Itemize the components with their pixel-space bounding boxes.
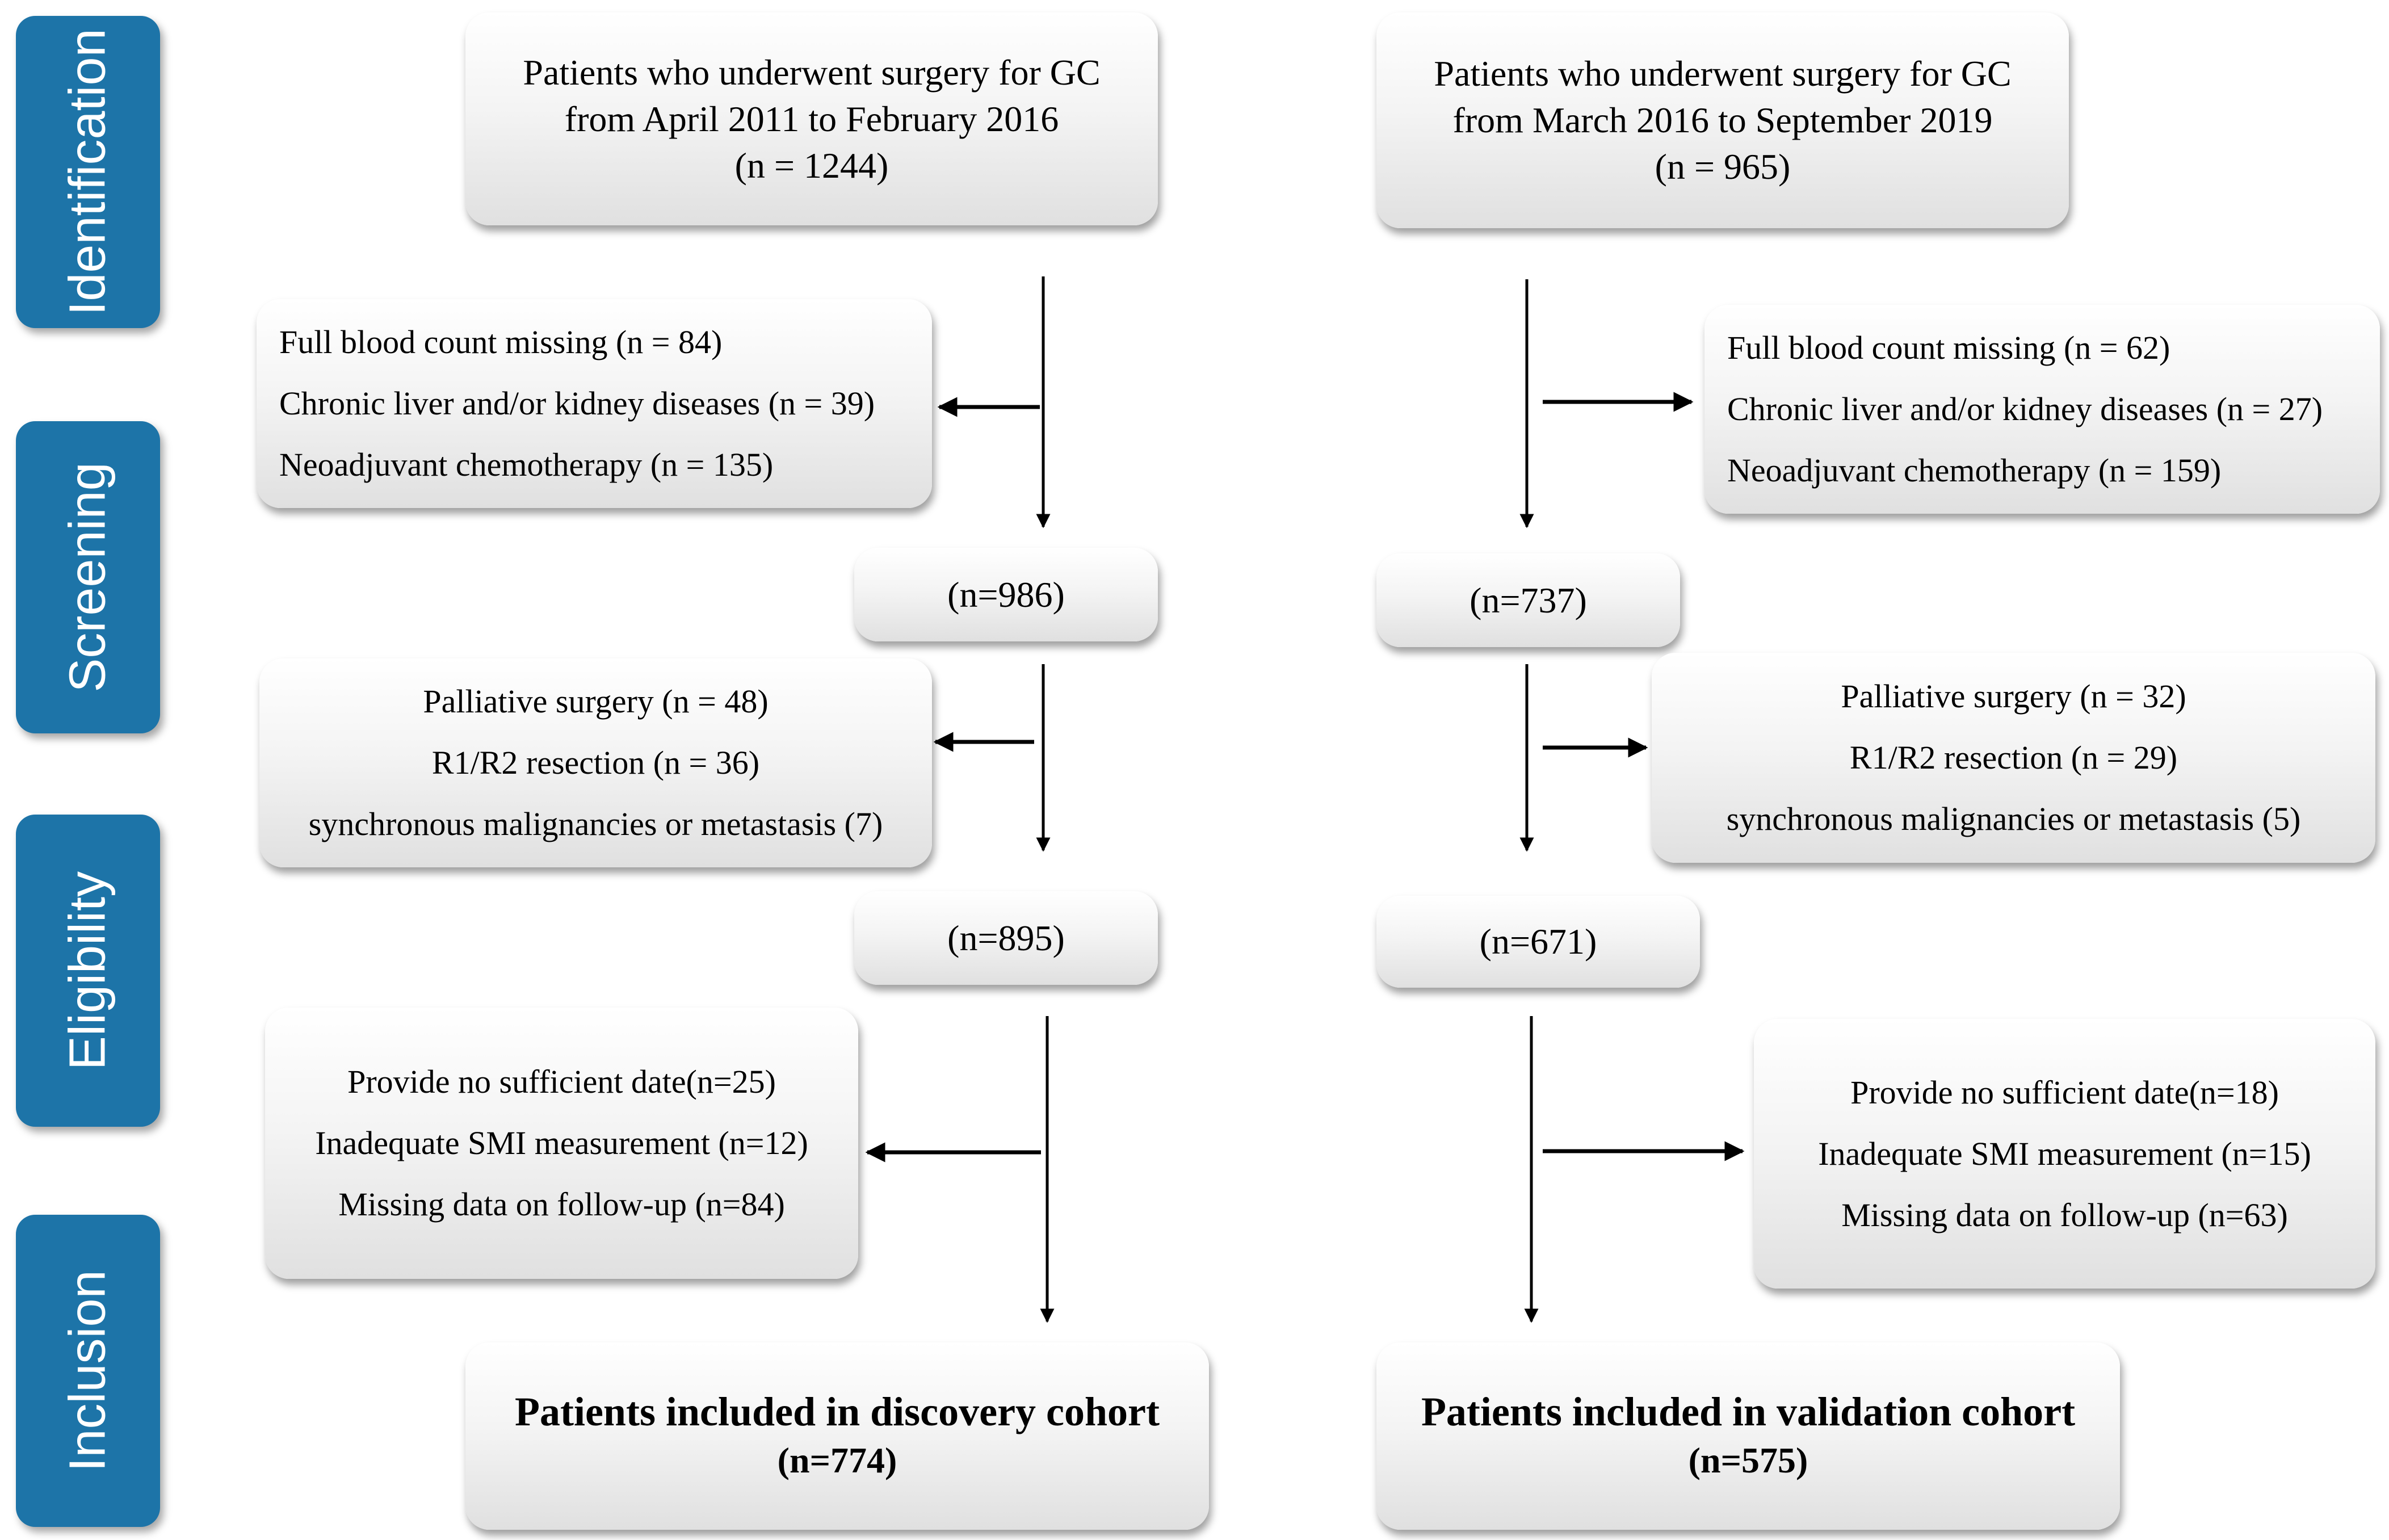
discovery-source-box: Patients who underwent surgery for GC fr… [465, 12, 1158, 225]
exclusion-line: Palliative surgery (n = 48) [423, 683, 769, 720]
exclusion-line: Provide no sufficient date(n=18) [1850, 1073, 2279, 1111]
exclusion-line: synchronous malignancies or metastasis (… [1726, 800, 2301, 837]
validation-final-box: Patients included in validation cohort (… [1376, 1342, 2120, 1530]
exclusion-line: Inadequate SMI measurement (n=15) [1818, 1135, 2311, 1172]
stage-identification: Identification [16, 16, 160, 328]
discovery-exclusion-1-box: Full blood count missing (n = 84) Chroni… [257, 299, 932, 508]
exclusion-line: Chronic liver and/or kidney diseases (n … [279, 385, 875, 422]
discovery-final-box: Patients included in discovery cohort (n… [465, 1342, 1209, 1530]
exclusion-line: Missing data on follow-up (n=63) [1841, 1196, 2288, 1233]
validation-count-1-box: (n=737) [1376, 553, 1680, 647]
validation-exclusion-3-box: Provide no sufficient date(n=18) Inadequ… [1754, 1019, 2375, 1289]
box-line: (n = 965) [1655, 146, 1791, 187]
exclusion-line: R1/R2 resection (n = 29) [1849, 739, 2178, 776]
exclusion-line: Full blood count missing (n = 62) [1727, 329, 2170, 366]
box-line: Patients who underwent surgery for GC [523, 52, 1101, 93]
discovery-count-1-box: (n=986) [854, 548, 1158, 641]
exclusion-line: Neoadjuvant chemotherapy (n = 159) [1727, 452, 2222, 489]
exclusion-line: Neoadjuvant chemotherapy (n = 135) [279, 446, 774, 483]
exclusion-line: synchronous malignancies or metastasis (… [308, 805, 883, 842]
exclusion-line: Provide no sufficient date(n=25) [347, 1063, 776, 1100]
stage-screening: Screening [16, 421, 160, 733]
box-line: (n = 1244) [734, 145, 889, 186]
validation-count-2-box: (n=671) [1376, 896, 1700, 988]
final-count: (n=774) [777, 1440, 897, 1480]
exclusion-line: R1/R2 resection (n = 36) [431, 744, 760, 781]
box-line: from April 2011 to February 2016 [564, 98, 1059, 139]
validation-source-box: Patients who underwent surgery for GC fr… [1376, 12, 2069, 228]
discovery-exclusion-3-box: Provide no sufficient date(n=25) Inadequ… [265, 1008, 858, 1279]
exclusion-line: Inadequate SMI measurement (n=12) [315, 1124, 808, 1161]
exclusion-line: Palliative surgery (n = 32) [1841, 678, 2186, 715]
final-count: (n=575) [1688, 1440, 1808, 1480]
validation-exclusion-1-box: Full blood count missing (n = 62) Chroni… [1704, 305, 2380, 514]
box-line: Patients who underwent surgery for GC [1434, 53, 2012, 94]
count-label: (n=986) [947, 574, 1065, 615]
count-label: (n=671) [1479, 921, 1597, 962]
final-title: Patients included in validation cohort [1421, 1389, 2076, 1434]
final-title: Patients included in discovery cohort [515, 1389, 1160, 1434]
count-label: (n=895) [947, 917, 1065, 958]
stage-eligibility: Eligibility [16, 815, 160, 1127]
exclusion-line: Chronic liver and/or kidney diseases (n … [1727, 391, 2323, 427]
discovery-exclusion-2-box: Palliative surgery (n = 48) R1/R2 resect… [259, 658, 932, 867]
box-line: from March 2016 to September 2019 [1452, 100, 1993, 140]
count-label: (n=737) [1469, 580, 1587, 620]
exclusion-line: Missing data on follow-up (n=84) [338, 1186, 785, 1223]
stage-inclusion: Inclusion [16, 1215, 160, 1527]
validation-exclusion-2-box: Palliative surgery (n = 32) R1/R2 resect… [1652, 653, 2375, 863]
exclusion-line: Full blood count missing (n = 84) [279, 324, 723, 360]
discovery-count-2-box: (n=895) [854, 891, 1158, 985]
